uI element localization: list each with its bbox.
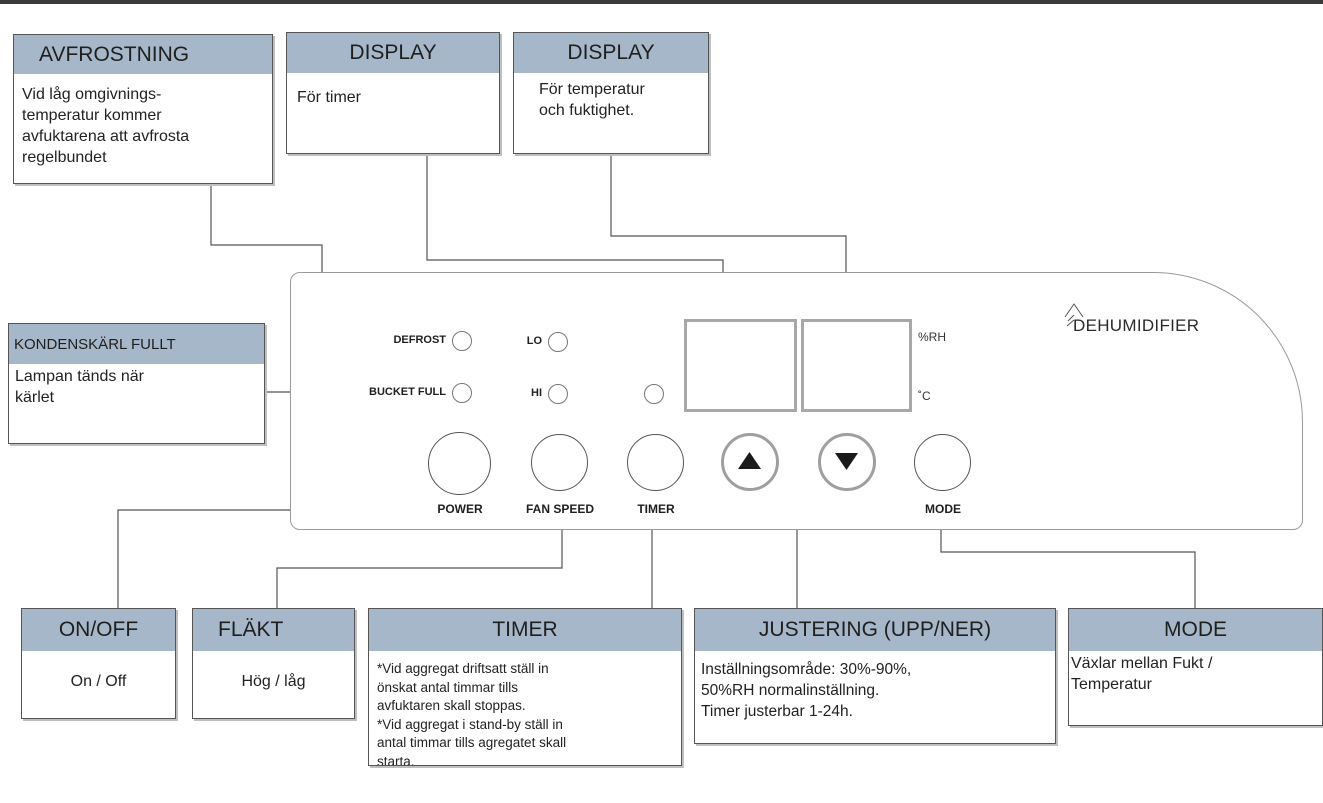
brand-logo: DEHUMIDIFIER [1073, 316, 1200, 335]
leader-fan [276, 512, 563, 608]
timer-button[interactable] [627, 434, 684, 491]
leader-mode [940, 512, 1196, 608]
callout-display-timer: DISPLAY För timer [286, 32, 500, 154]
display-timer-screen [684, 319, 797, 412]
label-power: POWER [437, 502, 483, 516]
callout-onoff: ON/OFF On / Off [21, 608, 176, 719]
display-humidity-screen [801, 319, 912, 412]
callout-text: Lampan tänds när kärlet [15, 368, 144, 406]
callout-text: Inställningsområde: 30%-90%, 50%RH norma… [701, 661, 912, 720]
callout-text: Vid låg omgivnings- temperatur kommer av… [22, 86, 190, 166]
top-bar [0, 0, 1323, 4]
led-timer [644, 384, 664, 404]
led-bucket-full [452, 383, 472, 403]
callout-mode: MODE Växlar mellan Fukt / Temperatur [1068, 608, 1323, 726]
callout-defrost: AVFROSTNING Vid låg omgivnings- temperat… [13, 34, 273, 184]
fan-speed-button[interactable] [531, 434, 588, 491]
callout-title: KONDENSKÄRL FULLT [9, 324, 264, 364]
callout-title: DISPLAY [514, 33, 708, 73]
power-button[interactable] [428, 432, 491, 495]
callout-title: AVFROSTNING [14, 35, 272, 74]
callout-text: *Vid aggregat driftsatt ställ in önskat … [377, 661, 567, 765]
callout-fan: FLÄKT Hög / låg [192, 608, 355, 719]
led-defrost [452, 331, 472, 351]
callout-timer: TIMER *Vid aggregat driftsatt ställ in ö… [368, 608, 682, 766]
triangle-down-icon [835, 453, 858, 470]
mode-button[interactable] [914, 434, 971, 491]
callout-text: För timer [297, 89, 361, 106]
callout-title: TIMER [369, 609, 681, 651]
label-bucket-full: BUCKET FULL [369, 386, 446, 398]
label-timer: TIMER [637, 502, 675, 516]
down-button[interactable] [818, 433, 876, 491]
callout-title: MODE [1069, 609, 1322, 651]
label-hi: HI [531, 387, 542, 399]
callout-title: FLÄKT [193, 609, 354, 651]
callout-text: Hög / låg [241, 673, 306, 690]
callout-title: ON/OFF [22, 609, 175, 651]
callout-title: DISPLAY [287, 33, 499, 73]
up-button[interactable] [721, 433, 779, 491]
callout-text: För temperatur och fuktighet. [539, 81, 645, 119]
label-mode: MODE [925, 502, 961, 516]
label-fan-speed: FAN SPEED [525, 502, 594, 516]
callout-adjust: JUSTERING (UPP/NER) Inställningsområde: … [694, 608, 1056, 744]
callout-title: JUSTERING (UPP/NER) [695, 609, 1055, 651]
callout-text: On / Off [70, 673, 127, 690]
led-lo [548, 332, 568, 352]
callout-display-temp: DISPLAY För temperatur och fuktighet. [513, 32, 709, 154]
label-lo: LO [526, 335, 542, 347]
led-hi [548, 384, 568, 404]
tree-outline-icon [1064, 303, 1084, 327]
callout-text: Växlar mellan Fukt / Temperatur [1071, 655, 1213, 693]
label-defrost: DEFROST [393, 334, 446, 346]
callout-bucket-full: KONDENSKÄRL FULLT Lampan tänds när kärle… [8, 323, 265, 444]
unit-humidity: %RH [918, 330, 947, 344]
unit-temperature: ˚C [918, 389, 931, 403]
triangle-up-icon [738, 452, 761, 469]
